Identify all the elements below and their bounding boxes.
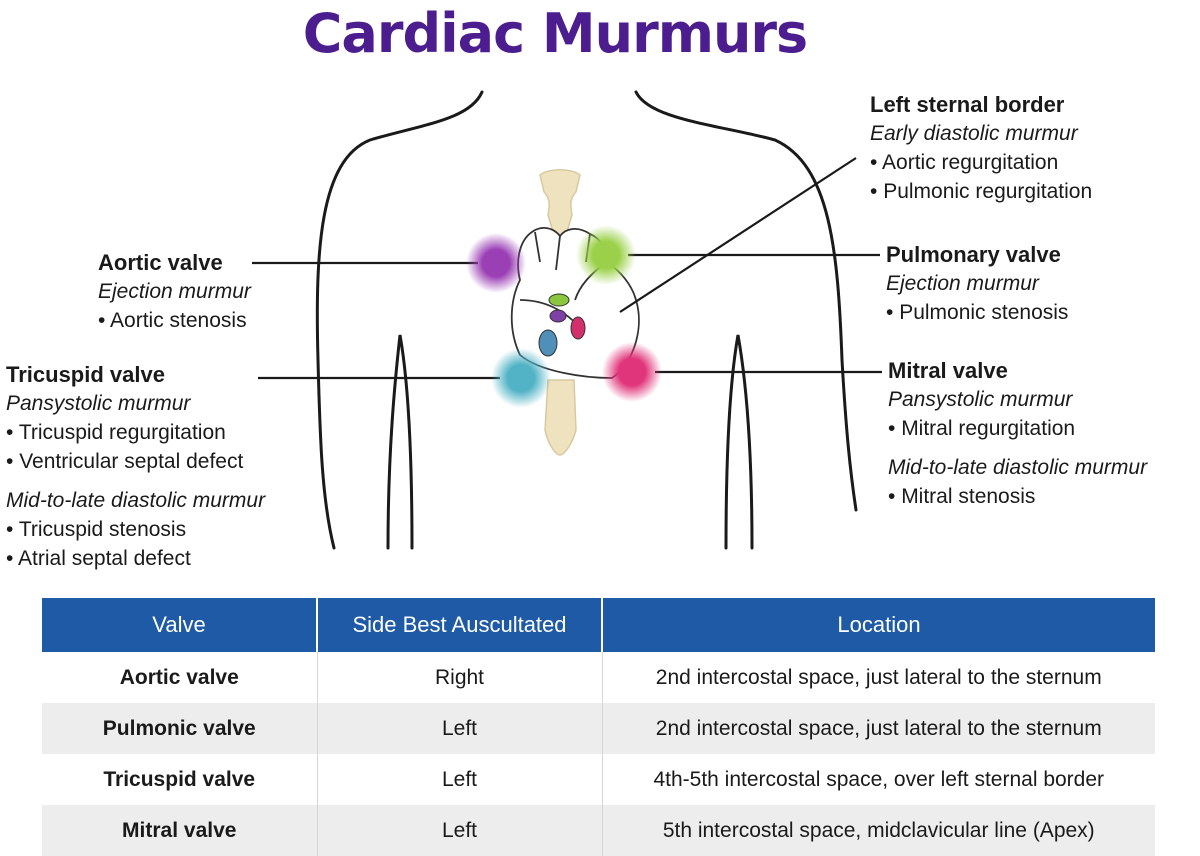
label-murmur: Ejection murmur: [886, 272, 1039, 295]
label-item: Pulmonic stenosis: [886, 298, 1068, 327]
label-heading: Pulmonary valve: [886, 242, 1061, 267]
leader-lines: [252, 157, 882, 380]
label-item: Tricuspid regurgitation: [6, 418, 265, 447]
label-item: Mitral regurgitation: [888, 414, 1147, 443]
column-header-side: Side Best Auscultated: [317, 598, 603, 652]
table-row: Aortic valve Right 2nd intercostal space…: [42, 652, 1155, 703]
label-heading: Left sternal border: [870, 92, 1065, 117]
label-item: Mitral stenosis: [888, 482, 1147, 511]
label-murmur-2: Mid-to-late diastolic murmur: [6, 489, 266, 512]
label-item: Pulmonic regurgitation: [870, 177, 1092, 206]
pulmonary-valve-label: Pulmonary valve Ejection murmur Pulmonic…: [886, 240, 1068, 327]
tricuspid-valve-label: Tricuspid valve Pansystolic murmur Tricu…: [6, 360, 265, 573]
label-murmur: Ejection murmur: [98, 280, 251, 303]
column-header-location: Location: [602, 598, 1155, 652]
cell-location: 4th-5th intercostal space, over left ste…: [653, 767, 1105, 791]
label-item: Aortic regurgitation: [870, 148, 1092, 177]
cell-location: 2nd intercostal space, just lateral to t…: [602, 703, 1155, 754]
page-title: Cardiac Murmurs: [302, 2, 808, 65]
tricuspid-point: [491, 348, 551, 408]
cell-location: 5th intercostal space, midclavicular lin…: [602, 805, 1155, 856]
cell-side: Left: [317, 805, 603, 856]
cell-side: Left: [317, 754, 603, 805]
aortic-valve-label: Aortic valve Ejection murmur Aortic sten…: [98, 248, 251, 335]
pulmonary-point: [576, 225, 636, 285]
cell-valve: Tricuspid valve: [42, 754, 318, 805]
table-row: Mitral valve Left 5th intercostal space,…: [42, 805, 1155, 856]
cell-valve: Mitral valve: [42, 805, 318, 856]
column-header-valve: Valve: [42, 598, 318, 652]
label-item: Tricuspid stenosis: [6, 515, 265, 544]
cell-side: Right: [317, 652, 603, 703]
cell-valve: Pulmonic valve: [42, 703, 318, 754]
label-heading: Mitral valve: [888, 358, 1008, 383]
table-row: Pulmonic valve Left 2nd intercostal spac…: [42, 703, 1155, 754]
label-murmur: Early diastolic murmur: [870, 122, 1078, 145]
table-row: Tricuspid valve Left 4th-5th intercostal…: [42, 754, 1155, 805]
sternum-icon: [539, 169, 581, 456]
chest-diagram: [252, 90, 882, 550]
label-murmur: Pansystolic murmur: [6, 392, 191, 415]
label-heading: Aortic valve: [98, 250, 223, 275]
mitral-point: [602, 342, 662, 402]
aortic-point: [466, 233, 526, 293]
auscultation-table: Valve Side Best Auscultated Location Aor…: [42, 598, 1155, 856]
torso-outline: [315, 90, 858, 550]
cell-location: 2nd intercostal space, just lateral to t…: [655, 665, 1102, 689]
cell-side: Left: [317, 703, 603, 754]
label-heading: Tricuspid valve: [6, 362, 165, 387]
cell-valve: Aortic valve: [42, 652, 318, 703]
label-item: Atrial septal defect: [6, 544, 265, 573]
table-header-row: Valve Side Best Auscultated Location: [42, 598, 1155, 652]
label-murmur-2: Mid-to-late diastolic murmur: [888, 456, 1148, 479]
label-item: Ventricular septal defect: [6, 447, 265, 476]
mitral-valve-label: Mitral valve Pansystolic murmur Mitral r…: [888, 356, 1147, 511]
label-murmur: Pansystolic murmur: [888, 388, 1073, 411]
left-sternal-border-label: Left sternal border Early diastolic murm…: [870, 90, 1092, 206]
label-item: Aortic stenosis: [98, 306, 251, 335]
